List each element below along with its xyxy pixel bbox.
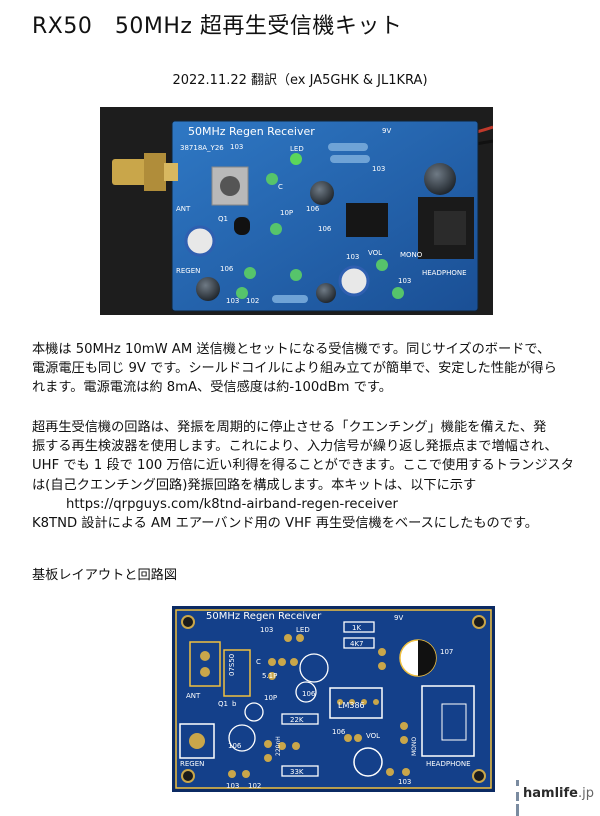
layout-label: 33K [290, 768, 304, 776]
photo-label: LED [290, 145, 304, 153]
layout-label: 5.1P [262, 672, 277, 680]
page-title: RX50 50MHz 超再生受信機キット [32, 14, 403, 39]
logo-bars-icon [516, 771, 520, 816]
layout-label: MONO [411, 737, 418, 756]
photo-label: MONO [400, 251, 423, 259]
reference-url: https://qrpguys.com/k8tnd-airband-regen-… [66, 496, 398, 512]
photo-label: HEADPHONE [422, 269, 467, 277]
photo-label: 10P [280, 209, 293, 217]
photo-label: 103 [398, 277, 411, 285]
layout-label: Q1 [218, 700, 228, 708]
layout-label: 07S50 [228, 654, 236, 676]
photo-board-code: 38718A_Y26 [180, 144, 224, 152]
text-line: K8TND 設計による AM エアーバンド用の VHF 再生受信機をベースにした… [32, 516, 538, 532]
photo-label: C [278, 183, 283, 191]
photo-board-title: 50MHz Regen Receiver [188, 125, 315, 138]
photo-label: VOL [368, 249, 382, 257]
text-line: れます。電源電流は約 8mA、受信感度は約-100dBm です。 [32, 380, 392, 396]
layout-label: b [232, 700, 237, 708]
text-line: 超再生受信機の回路は、発振を周期的に停止させる「クエンチング」機能を備えた、発 [32, 420, 547, 435]
layout-label: 102 [248, 782, 261, 790]
layout-label: 1K [352, 624, 361, 632]
description-paragraph-2: 超再生受信機の回路は、発振を周期的に停止させる「クエンチング」機能を備えた、発 … [32, 418, 592, 533]
photo-label: 103 [230, 143, 243, 151]
layout-label: REGEN [180, 760, 204, 768]
translation-date-credit: 2022.11.22 翻訳（ex JA5GHK & JL1KRA) [172, 73, 428, 88]
site-watermark: hamlife.jp [516, 779, 594, 816]
layout-label: LM386 [338, 701, 365, 710]
text-line: 振する再生検波器を使用します。これにより、入力信号が繰り返し発振点まで増幅され、 [32, 439, 558, 455]
layout-board-title: 50MHz Regen Receiver [206, 611, 322, 622]
layout-label: 107 [440, 648, 453, 656]
text-line: は(自己クエンチング回路)発振回路を構成します。本キットは、以下に示す [32, 477, 477, 493]
text-line: UHF でも 1 段で 100 万倍に近い利得を得ることができます。ここで使用す… [32, 458, 574, 474]
photo-label: Q1 [218, 215, 228, 223]
photo-label: 106 [306, 205, 320, 213]
layout-label: 4K7 [350, 640, 364, 648]
layout-label: 10P [264, 694, 277, 702]
photo-label: REGEN [176, 267, 200, 275]
section-heading-layout: 基板レイアウトと回路図 [32, 568, 178, 583]
text-line: 電源電圧も同じ 9V です。シールドコイルにより組み立てが簡単で、安定した性能が… [32, 361, 557, 377]
layout-label: LED [296, 626, 310, 634]
watermark-domain: .jp [578, 785, 594, 801]
photo-label: 106 [220, 265, 234, 273]
layout-label: 106 [302, 690, 316, 698]
pcb-layout-image: 50MHz Regen Receiver 103 LED 1K 4K7 9V 1… [172, 606, 495, 792]
photo-label: 102 [246, 297, 259, 305]
description-paragraph-1: 本機は 50MHz 10mW AM 送信機とセットになる受信機です。同じサイズの… [32, 340, 592, 398]
layout-label: 220nH [275, 736, 282, 756]
photo-label: 103 [372, 165, 385, 173]
layout-label: VOL [366, 732, 380, 740]
layout-label: 9V [394, 614, 403, 622]
watermark-brand: hamlife [523, 785, 578, 801]
layout-label: 22K [290, 716, 304, 724]
photo-label: 106 [318, 225, 332, 233]
layout-label: HEADPHONE [426, 760, 471, 768]
layout-label: 103 [260, 626, 273, 634]
assembled-board-photo: 50MHz Regen Receiver 38718A_Y26 103 LED … [100, 107, 493, 315]
layout-label: 106 [228, 742, 242, 750]
layout-label: 103 [226, 782, 239, 790]
text-line: 本機は 50MHz 10mW AM 送信機とセットになる受信機です。同じサイズの… [32, 342, 551, 357]
layout-label: ANT [186, 692, 201, 700]
layout-label: C [256, 658, 261, 666]
photo-label: ANT [176, 205, 191, 213]
layout-label: 106 [332, 728, 346, 736]
photo-label: 103 [346, 253, 359, 261]
layout-label: 103 [398, 778, 411, 786]
photo-label: 9V [382, 127, 391, 135]
photo-label: 103 [226, 297, 239, 305]
